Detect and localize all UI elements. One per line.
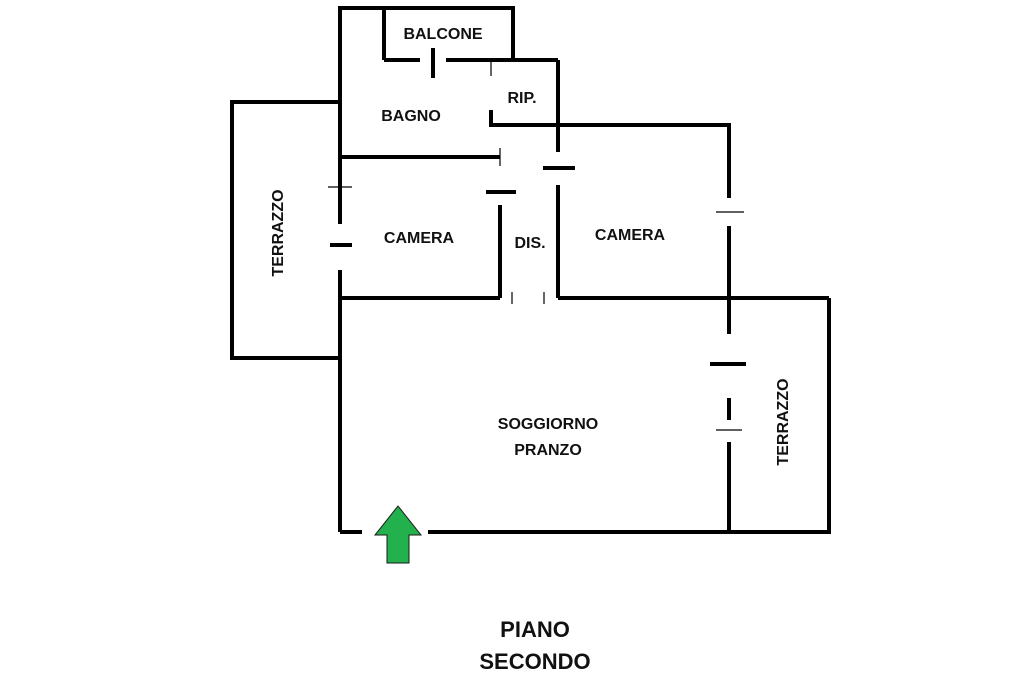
room-label-camera-right: CAMERA [595, 227, 666, 244]
balcone-wall [382, 6, 515, 60]
upper-outer-wall [338, 6, 384, 102]
room-label-ripostiglio: RIP. [507, 90, 536, 107]
room-label-disimpegno: DIS. [514, 235, 545, 252]
floor-label-line1: PIANO [500, 617, 570, 642]
room-label-terrazzo-right: TERRAZZO [775, 378, 792, 465]
room-label-soggiorno: SOGGIORNO [498, 416, 598, 433]
terrazzo-right-wall [729, 298, 831, 534]
room-label-terrazzo-left: TERRAZZO [270, 189, 287, 276]
rip-bottom-wall [489, 110, 731, 198]
room-label-pranzo: PRANZO [514, 442, 582, 459]
floor-label-line2: SECONDO [479, 649, 591, 674]
terrazzo-left-wall [230, 100, 340, 360]
room-label-bagno: BAGNO [381, 108, 441, 125]
walls [230, 6, 831, 534]
entrance-arrow-icon [373, 505, 423, 564]
room-label-balcone: BALCONE [403, 26, 482, 43]
room-label-camera-left: CAMERA [384, 230, 455, 247]
